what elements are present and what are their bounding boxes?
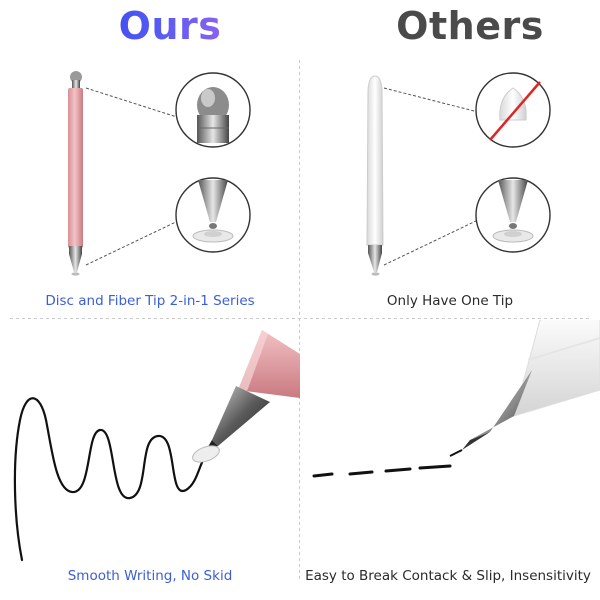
disc-tip-zoom-icon [475,177,551,253]
white-stylus [366,75,384,276]
rose-gold-stylus [68,71,83,276]
ours-tip-caption: Disc and Fiber Tip 2-in-1 Series [45,293,255,309]
others-stylus-illustration [366,72,551,276]
crossed-out-tip-icon [475,72,551,148]
others-writing-caption: Easy to Break Contack & Slip, Insensitiv… [305,568,591,584]
ours-writing-caption: Smooth Writing, No Skid [67,568,233,584]
vertical-divider [299,60,300,580]
others-heading: Others [396,4,544,48]
others-tip-caption: Only Have One Tip [386,293,514,309]
ours-stylus-illustration [68,71,251,276]
ink-squiggle [13,397,206,562]
broken-ink-line [312,464,452,478]
disc-tip-zoom-icon [175,177,251,253]
fiber-tip-zoom-icon [175,72,251,148]
ours-heading: Ours [100,4,240,48]
ours-writing-illustration [13,330,300,562]
white-stylus-writing [449,320,600,457]
horizontal-divider [10,318,590,319]
others-writing-illustration [312,320,600,478]
rose-gold-stylus-writing [192,330,300,463]
